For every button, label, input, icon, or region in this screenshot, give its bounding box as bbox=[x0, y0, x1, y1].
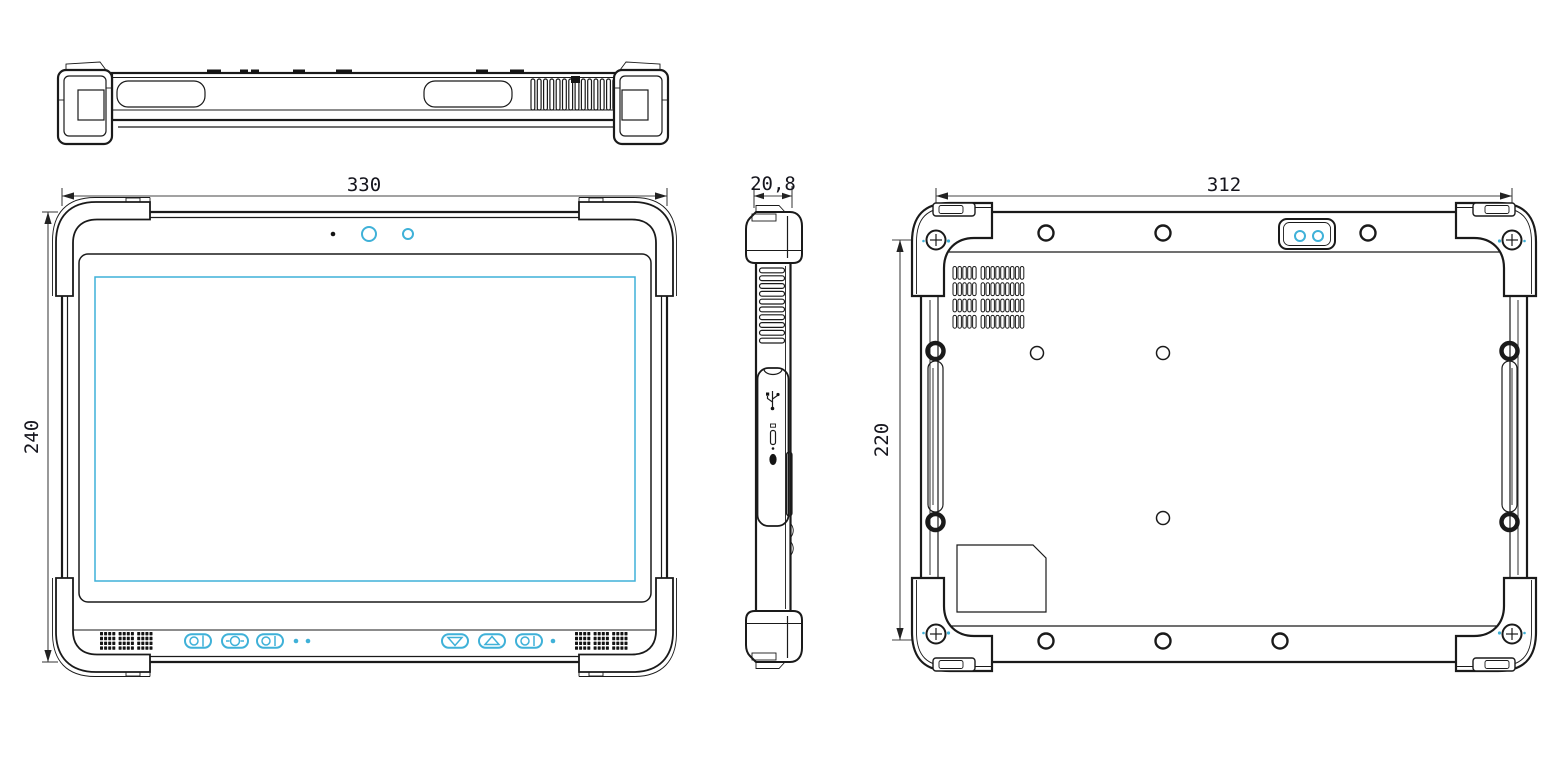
power-button bbox=[515, 633, 543, 649]
back-corner-bumper-bottom-left bbox=[910, 576, 994, 673]
front-camera-icon bbox=[361, 226, 377, 242]
front-height-dimension: 240 bbox=[21, 211, 58, 663]
speaker-grille-right bbox=[575, 632, 628, 650]
strap-hole bbox=[925, 340, 946, 362]
top-view-body bbox=[110, 71, 624, 122]
top-edge-view bbox=[56, 61, 670, 146]
mounting-hole bbox=[1037, 224, 1055, 242]
speaker-grille-left bbox=[100, 632, 153, 650]
mounting-hole bbox=[1271, 632, 1289, 650]
mounting-hole bbox=[1154, 632, 1172, 650]
usb-c-port bbox=[769, 429, 777, 446]
function-button-3 bbox=[256, 633, 284, 649]
volume-down-button bbox=[441, 633, 469, 649]
vesa-hole bbox=[1029, 345, 1045, 361]
side-vent-grille bbox=[758, 267, 786, 344]
front-corner-bumper-top-right bbox=[578, 196, 678, 297]
back-panel bbox=[937, 251, 1511, 627]
back-vent-grille bbox=[952, 266, 1025, 329]
side-thickness-dimension: 20,8 bbox=[750, 173, 796, 208]
function-button-2 bbox=[221, 633, 249, 649]
side-corner-bumper-top bbox=[745, 204, 803, 264]
microphone-icon bbox=[330, 231, 336, 237]
rear-flash-icon bbox=[1312, 230, 1324, 242]
back-corner-bumper-top-left bbox=[910, 201, 994, 298]
audio-jack bbox=[769, 453, 777, 466]
back-corner-bumper-top-right bbox=[1454, 201, 1538, 298]
front-body bbox=[60, 210, 669, 664]
top-port-cover-right bbox=[423, 80, 513, 108]
front-width-dimension: 330 bbox=[61, 174, 668, 206]
top-vent-notch bbox=[571, 76, 580, 83]
sim-slot bbox=[770, 423, 776, 428]
front-body-inner-line bbox=[66, 216, 663, 658]
usb-port-icon bbox=[766, 391, 780, 411]
top-port-cover-left bbox=[116, 80, 206, 108]
top-view-corner-bumper-right bbox=[612, 61, 670, 146]
front-width-label: 330 bbox=[347, 174, 381, 196]
back-height-label: 220 bbox=[871, 423, 893, 457]
side-thickness-label: 20,8 bbox=[750, 173, 796, 195]
strap-hole bbox=[1499, 340, 1520, 362]
side-edge-detail bbox=[785, 451, 793, 517]
display-panel bbox=[78, 253, 652, 603]
front-corner-bumper-bottom-right bbox=[578, 577, 678, 678]
front-corner-bumper-bottom-left bbox=[51, 577, 151, 678]
strap-rail-right bbox=[1499, 340, 1520, 533]
front-height-label: 240 bbox=[21, 420, 43, 454]
side-port-cover bbox=[756, 367, 790, 527]
back-height-dimension: 220 bbox=[871, 239, 932, 641]
function-button-1 bbox=[184, 633, 212, 649]
top-view-corner-bumper-left bbox=[56, 61, 114, 146]
strap-hole bbox=[1499, 511, 1520, 533]
strap-rail-left bbox=[925, 340, 946, 533]
strap-hole bbox=[925, 511, 946, 533]
back-corner-bumper-bottom-right bbox=[1454, 576, 1538, 673]
status-led bbox=[305, 638, 311, 644]
label-recess bbox=[956, 544, 1047, 613]
front-corner-bumper-top-left bbox=[51, 196, 151, 297]
mounting-hole bbox=[1154, 224, 1172, 242]
top-vent-grille bbox=[530, 78, 618, 111]
back-body bbox=[919, 210, 1529, 664]
back-width-dimension: 312 bbox=[935, 174, 1513, 236]
rear-camera-module bbox=[1278, 218, 1336, 250]
side-view: 20,8 bbox=[745, 173, 803, 670]
rear-camera-icon bbox=[1294, 230, 1306, 242]
volume-up-button bbox=[478, 633, 506, 649]
vesa-hole bbox=[1155, 510, 1171, 526]
side-corner-bumper-bottom bbox=[745, 610, 803, 670]
back-width-label: 312 bbox=[1207, 174, 1241, 196]
mounting-hole bbox=[1037, 632, 1055, 650]
mounting-hole bbox=[1359, 224, 1377, 242]
top-edge-marks bbox=[207, 69, 524, 74]
ambient-light-sensor-icon bbox=[402, 228, 414, 240]
display-active-area bbox=[94, 276, 636, 582]
front-view: 330 240 bbox=[21, 174, 678, 678]
status-led bbox=[293, 638, 299, 644]
power-led bbox=[550, 638, 556, 644]
vesa-hole bbox=[1155, 345, 1171, 361]
back-view: 312 220 bbox=[871, 174, 1538, 673]
